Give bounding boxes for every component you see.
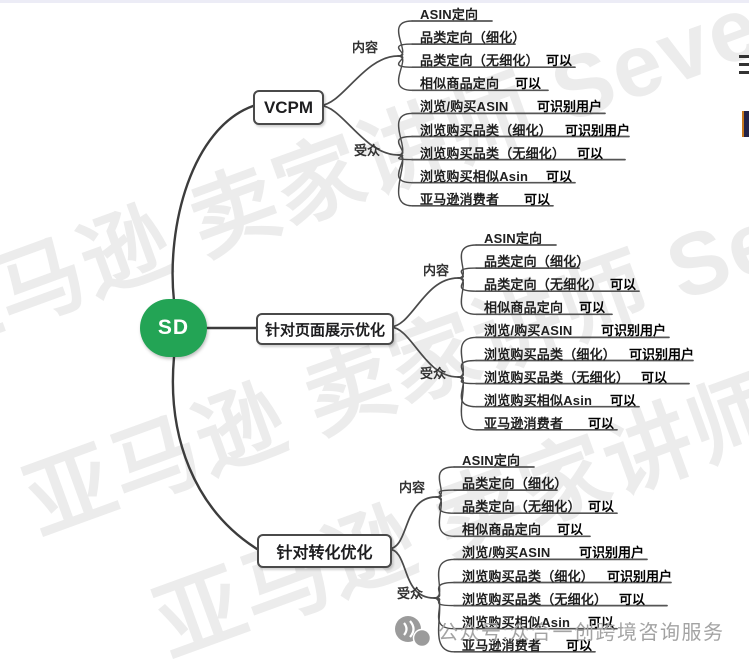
leaf-note: 可识别用户 xyxy=(565,122,631,138)
footer: 公众号:众合一创跨境咨询服务 xyxy=(393,612,725,648)
leaf-note: 可以 xyxy=(515,76,542,92)
group-label-content[interactable]: 内容 xyxy=(399,480,426,495)
leaf-label[interactable]: 相似商品定向 xyxy=(484,300,564,316)
leaf-label[interactable]: 浏览购买品类（无细化） xyxy=(484,369,630,385)
group-label-audience[interactable]: 受众 xyxy=(354,143,381,158)
leaf-label[interactable]: 浏览购买品类（无细化） xyxy=(462,591,608,607)
leaf-note: 可以 xyxy=(577,145,604,161)
leaf-note: 可以 xyxy=(557,522,584,538)
leaf-label[interactable]: 品类定向（无细化） xyxy=(462,499,581,515)
leaf-note: 可识别用户 xyxy=(537,99,603,115)
leaf-label[interactable]: 亚马逊消费者 xyxy=(420,191,500,207)
leaf-label[interactable]: 浏览/购买ASIN xyxy=(462,545,551,561)
wechat-official-account-icon xyxy=(395,616,432,648)
leaf-label[interactable]: 相似商品定向 xyxy=(462,522,542,538)
branch-node-vcpm[interactable]: VCPM xyxy=(253,90,324,125)
leaf-label[interactable]: 浏览购买相似Asin xyxy=(420,168,529,184)
top-edge-line xyxy=(0,0,749,3)
group-label-content[interactable]: 内容 xyxy=(352,40,379,55)
leaf-note: 可识别用户 xyxy=(579,545,645,561)
leaf-note: 可以 xyxy=(588,415,615,431)
leaf-label[interactable]: 亚马逊消费者 xyxy=(462,637,542,653)
root-node-sd[interactable]: SD xyxy=(140,299,207,357)
leaf-label[interactable]: 浏览购买品类（细化） xyxy=(484,346,617,362)
group-label-content[interactable]: 内容 xyxy=(423,263,450,278)
leaf-label[interactable]: 相似商品定向 xyxy=(420,76,500,92)
leaf-note: 可以 xyxy=(546,53,573,69)
leaf-label[interactable]: 品类定向（无细化） xyxy=(484,277,603,293)
leaf-label[interactable]: 品类定向（细化） xyxy=(462,476,568,492)
leaf-label[interactable]: 浏览/购买ASIN xyxy=(484,323,573,339)
leaf-note: 可以 xyxy=(588,499,615,515)
leaf-note: 可以 xyxy=(524,191,551,207)
edge-cutoff-dash xyxy=(739,71,749,74)
branch-node-page-display-optimization[interactable]: 针对页面展示优化 xyxy=(256,313,394,345)
leaf-label[interactable]: 亚马逊消费者 xyxy=(484,415,564,431)
leaf-label[interactable]: ASIN定向 xyxy=(420,7,479,22)
leaf-label[interactable]: 品类定向（细化） xyxy=(420,30,526,46)
leaf-note: 可以 xyxy=(579,300,606,316)
edge-cutoff-bar xyxy=(742,111,749,137)
leaf-label[interactable]: 品类定向（细化） xyxy=(484,254,590,270)
leaf-label[interactable]: 浏览购买相似Asin xyxy=(484,392,593,408)
edge-cutoff-dash xyxy=(739,55,749,58)
leaf-label[interactable]: 浏览购买品类（细化） xyxy=(462,568,595,584)
leaf-label[interactable]: 浏览/购买ASIN xyxy=(420,99,509,115)
leaf-note: 可以 xyxy=(588,614,615,630)
edge-cutoff-dash xyxy=(739,63,749,66)
leaf-label[interactable]: 品类定向（无细化） xyxy=(420,53,539,69)
group-label-audience[interactable]: 受众 xyxy=(397,586,424,601)
leaf-label[interactable]: 浏览购买相似Asin xyxy=(462,614,571,630)
leaf-note: 可以 xyxy=(566,637,593,653)
leaf-label[interactable]: ASIN定向 xyxy=(462,453,521,468)
leaf-note: 可识别用户 xyxy=(607,568,673,584)
leaf-note: 可以 xyxy=(546,168,573,184)
leaf-label[interactable]: 浏览购买品类（无细化） xyxy=(420,145,566,161)
leaf-note: 可以 xyxy=(641,369,668,385)
leaf-label[interactable]: ASIN定向 xyxy=(484,231,543,246)
footer-account-text: 公众号:众合一创跨境咨询服务 xyxy=(438,621,725,644)
leaf-note: 可以 xyxy=(610,392,637,408)
leaf-note: 可识别用户 xyxy=(629,346,695,362)
leaf-note: 可识别用户 xyxy=(601,323,667,339)
leaf-label[interactable]: 浏览购买品类（细化） xyxy=(420,122,553,138)
group-label-audience[interactable]: 受众 xyxy=(420,366,447,381)
branch-node-conversion-optimization[interactable]: 针对转化优化 xyxy=(257,534,392,568)
leaf-note: 可以 xyxy=(610,277,637,293)
leaf-note: 可以 xyxy=(619,591,646,607)
